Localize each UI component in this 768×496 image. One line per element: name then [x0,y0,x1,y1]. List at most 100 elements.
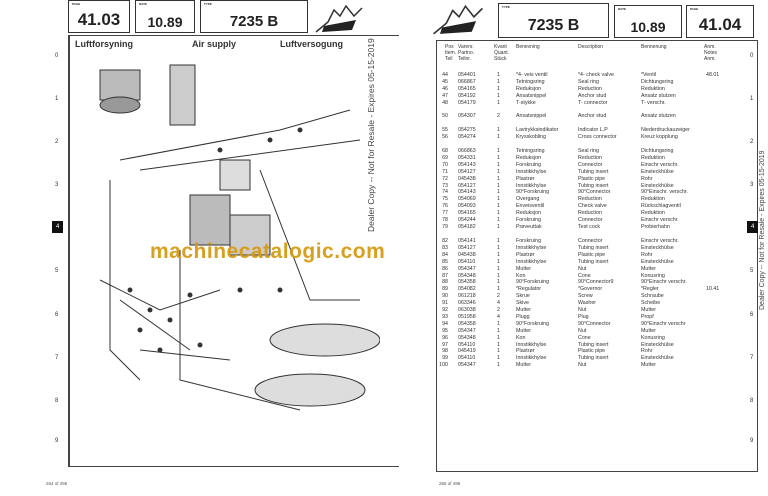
cell-partno: 045438 [458,175,476,182]
cell-partno: 054093 [458,203,476,210]
cell-pos: 87 [442,272,448,279]
cell-qty: 1 [497,133,500,140]
cell-qty: 1 [497,189,500,196]
cell-no: Reduksjon [516,85,542,92]
cell-de: Einsteckhülse [641,258,674,265]
cell-qty: 1 [497,265,500,272]
cell-de: Mutter [641,362,657,369]
cell-pos: 73 [442,182,448,189]
cell-qty: 1 [497,238,500,244]
cell-partno: 061218 [458,293,476,300]
cell-no: Skrue [516,293,530,300]
column-header-notes: Anm. Notes Anm. [704,44,718,62]
index-tab-6: 6 [55,312,59,318]
cell-en: Anchor stud [578,92,607,99]
cell-de: Reduktion [641,154,665,161]
cell-de: Probierhahn [641,223,670,230]
cell-partno: 066863 [458,148,476,154]
cell-partno: 054244 [458,217,476,223]
cell-partno: 054274 [458,133,476,140]
cell-de: Reduktion [641,210,665,217]
cell-en: 90°Connector9 [578,279,614,286]
cell-pos: 92 [442,307,448,313]
cell-no: Krysskobling [516,133,547,140]
cell-partno: 054358 [458,279,476,286]
cell-pos: 99 [442,355,448,362]
cell-no: Forskruing [516,238,542,244]
cell-partno: 054082 [458,286,476,293]
cell-qty: 1 [497,99,500,106]
cell-pos: 83 [442,244,448,251]
cell-no: T-stykke [516,99,536,106]
cell-no: Innstikkhylse [516,244,547,251]
cell-no: Mutter [516,327,532,334]
cell-no: Prøveuttak [516,223,542,230]
cell-no: Plastrør [516,348,535,355]
cell-de: Mutter [641,327,657,334]
cell-qty: 1 [497,334,500,341]
cell-de: Konusring [641,272,665,279]
date: 10.89 [630,19,666,35]
index-tab-9: 9 [55,438,59,444]
page-number: 41.03 [77,10,121,29]
cell-qty: 4 [497,300,500,307]
cell-pos: 76 [442,203,448,210]
index-tab-7: 7 [750,355,754,361]
cell-no: *4- veis ventil [516,72,548,78]
index-tab-0: 0 [55,53,59,59]
cell-en: Test cock [578,223,601,230]
cell-en: Connector [578,217,603,223]
cell-en: Cone [578,334,591,341]
cell-de: *Regler [641,286,659,293]
cell-pos: 90 [442,293,448,300]
cell-no: Innstikkhylse [516,355,547,362]
title-english: Air supply [192,39,237,49]
cell-partno: 063038 [458,307,476,313]
page-number: 41.04 [698,15,742,34]
cell-qty: 1 [497,175,500,182]
cell-de: Dichtungsring [641,78,674,85]
cell-qty: 1 [497,223,500,230]
cell-en: Washer [578,300,597,307]
cell-qty: 1 [497,258,500,265]
cell-pos: 88 [442,279,448,286]
cell-partno: 054358 [458,320,476,327]
cell-de: Einsteckhülse [641,355,674,362]
cell-no: Reduksjon [516,210,542,217]
index-tab-4: 4 [747,221,759,233]
cell-qty: 1 [497,355,500,362]
cell-en: Reduction [578,210,602,217]
index-tab-2: 2 [750,139,754,145]
cell-partno: 045419 [458,348,476,355]
cell-partno: 054165 [458,85,476,92]
cell-en: Tubing insert [578,341,609,348]
index-tab-8: 8 [750,398,754,404]
index-tab-8: 8 [55,398,59,404]
cell-de: Ansatz stutzen [641,92,676,99]
cell-pos: 56 [442,133,448,140]
cell-de: Reduktion [641,196,665,203]
cell-en: Seal ring [578,148,599,154]
cell-en: Cross connector [578,133,617,140]
cell-de: 90°Einschr verschr. [641,279,687,286]
cell-en: Tubing insert [578,182,609,189]
cell-no: Innstikkhylse [516,168,547,175]
cell-qty: 1 [497,182,500,189]
index-tab-4: 4 [52,221,64,233]
cell-qty: 1 [497,327,500,334]
cell-pos: 79 [442,223,448,230]
cell-de: Reduktion [641,85,665,92]
cell-partno: 054347 [458,362,476,369]
cell-no: Plastrør [516,175,535,182]
cell-no: Innstikkhylse [516,341,547,348]
cell-pos: 77 [442,210,448,217]
index-tab-1: 1 [750,96,754,102]
index-tab-2: 2 [55,139,59,145]
brand-logo [433,4,484,35]
cell-partno: 054110 [458,258,476,265]
cell-partno: 054192 [458,92,476,99]
cell-de: Rohr [641,348,653,355]
cell-en: Anchor stud [578,113,607,119]
cell-partno: 054347 [458,265,476,272]
